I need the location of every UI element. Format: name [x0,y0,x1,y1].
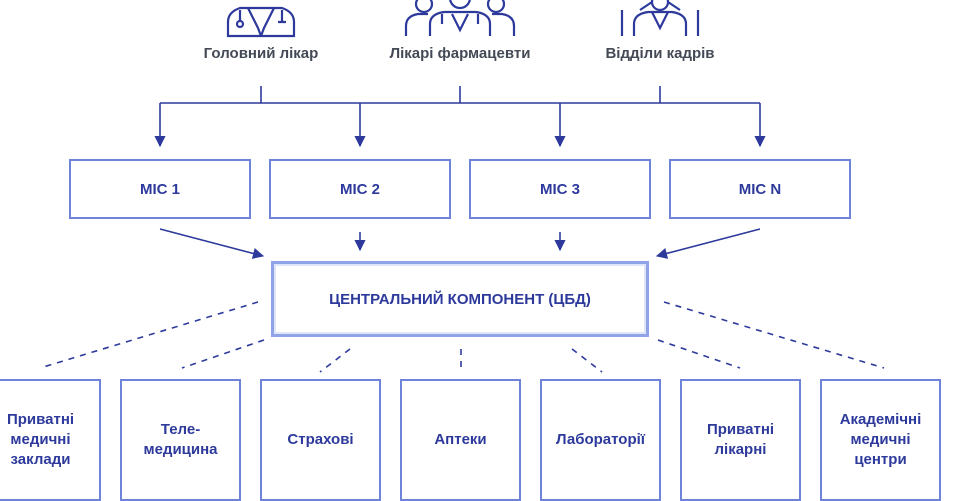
consumer-box-academic-centers: Академічні медичні центри [820,379,941,501]
medical-team-icon [404,0,516,36]
role-connectors [154,86,766,148]
mis-box-n: МІС N [669,159,851,219]
staff-icon [620,0,700,36]
mis-box-1: МІС 1 [69,159,251,219]
role-label-hr: Відділи кадрів [605,45,715,62]
doctor-icon [226,6,296,38]
consumer-box-pharmacies: Аптеки [400,379,521,501]
consumer-box-telemedicine: Теле- медицина [120,379,241,501]
role-label-pharmacists: Лікарі фармацевти [389,45,531,62]
consumer-box-insurance: Страхові [260,379,381,501]
consumer-box-private-clinics: Приватні медичні заклади [0,379,101,501]
consumer-box-private-hospitals: Приватні лікарні [680,379,801,501]
central-to-consumers-dashed [39,301,885,373]
mis-to-central-arrows [159,228,761,259]
mis-box-2: МІС 2 [269,159,451,219]
central-component-box: ЦЕНТРАЛЬНИЙ КОМПОНЕНТ (ЦБД) [271,261,649,337]
consumer-box-laboratories: Лабораторії [540,379,661,501]
role-label-chief-doctor: Головний лікар [203,45,319,62]
mis-box-3: МІС 3 [469,159,651,219]
